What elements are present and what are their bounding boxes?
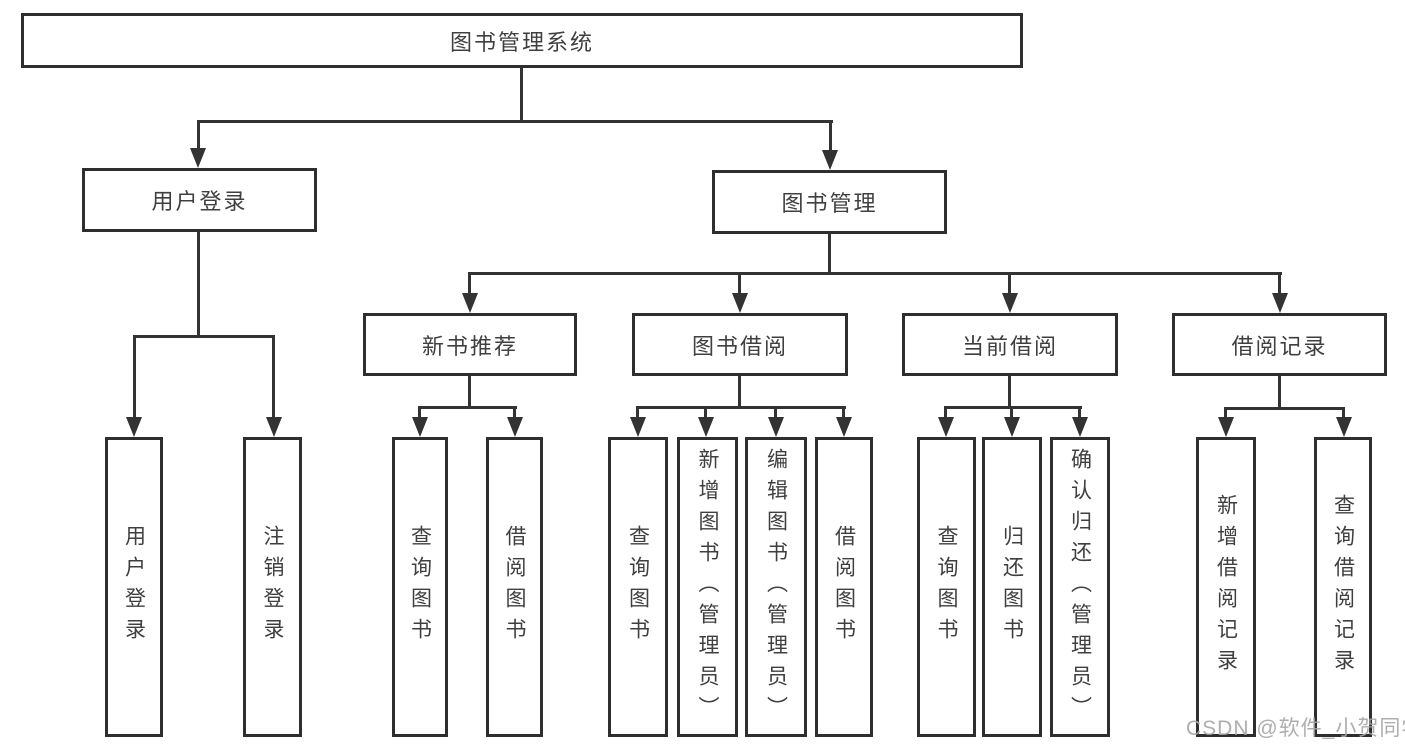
leaf-add-book-admin: 新增图书（管理员） [677, 437, 738, 737]
arrowhead [1218, 417, 1234, 437]
connector-line [1008, 376, 1011, 406]
connector-line [1224, 407, 1345, 410]
leaf-query-books-current: 查询图书 [917, 437, 976, 737]
leaf-add-borrow-record: 新增借阅记录 [1196, 437, 1256, 737]
connector-line [944, 406, 1082, 409]
node-label: 图书管理 [781, 191, 878, 216]
watermark: CSDN @软件_小贺同学 [1186, 717, 1405, 740]
node-label: 用户登录 [151, 189, 248, 214]
connector-line [133, 335, 136, 417]
connector-line [520, 68, 523, 120]
arrowhead [768, 417, 784, 437]
leaf-label: 借阅图书 [503, 525, 526, 649]
leaf-query-books-recommend: 查询图书 [392, 437, 448, 737]
connector-line [468, 376, 471, 406]
node-label: 图书管理系统 [449, 29, 594, 55]
leaf-label: 用户登录 [122, 525, 146, 649]
connector-line [418, 406, 517, 409]
arrowhead [938, 417, 954, 437]
connector-line [133, 335, 275, 338]
connector-line [197, 120, 833, 123]
node-book-management: 图书管理 [712, 170, 947, 234]
arrowhead [1272, 293, 1288, 313]
arrowhead [698, 417, 714, 437]
arrowhead [190, 148, 206, 168]
leaf-return-books: 归还图书 [982, 437, 1042, 737]
leaf-query-books-borrow: 查询图书 [608, 437, 668, 737]
arrowhead [1002, 293, 1018, 313]
leaf-label: 编辑图书（管理员） [764, 447, 788, 727]
node-user-login: 用户登录 [82, 168, 317, 232]
connector-line [738, 376, 741, 406]
leaf-label: 查询图书 [626, 525, 650, 649]
connector-line [829, 120, 832, 150]
connector-line [197, 232, 200, 335]
node-library-management-system: 图书管理系统 [21, 13, 1023, 68]
leaf-confirm-return-admin: 确认归还（管理员） [1050, 437, 1110, 737]
connector-line [738, 272, 741, 293]
leaf-query-borrow-record: 查询借阅记录 [1314, 437, 1372, 737]
arrowhead [732, 293, 748, 313]
arrowhead [462, 293, 478, 313]
connector-line [774, 406, 777, 417]
arrowhead [507, 417, 523, 437]
arrowhead [1072, 417, 1088, 437]
connector-line [636, 406, 846, 409]
leaf-label: 查询图书 [935, 525, 958, 649]
connector-line [468, 272, 471, 293]
arrowhead [412, 417, 428, 437]
node-label: 新书推荐 [421, 333, 518, 359]
connector-line [272, 335, 275, 417]
leaf-logout: 注销登录 [243, 437, 302, 737]
node-current-borrow: 当前借阅 [902, 313, 1118, 376]
leaf-label: 归还图书 [1000, 525, 1024, 649]
arrowhead [266, 417, 282, 437]
connector-line [1008, 272, 1011, 293]
connector-line [1342, 407, 1345, 417]
connector-line [1278, 376, 1281, 407]
connector-line [1278, 272, 1281, 293]
leaf-label: 新增图书（管理员） [696, 447, 719, 727]
leaf-edit-book-admin: 编辑图书（管理员） [745, 437, 807, 737]
leaf-label: 新增借阅记录 [1214, 494, 1238, 680]
connector-line [513, 406, 516, 417]
arrowhead [836, 417, 852, 437]
connector-line [704, 406, 707, 417]
arrowhead [822, 150, 838, 170]
leaf-borrow-books-recommend: 借阅图书 [486, 437, 543, 737]
node-label: 借阅记录 [1231, 333, 1328, 359]
connector-line [468, 272, 1282, 275]
connector-line [636, 406, 639, 417]
arrowhead [630, 417, 646, 437]
connector-line [1078, 406, 1081, 417]
leaf-borrow-books: 借阅图书 [815, 437, 873, 737]
leaf-label: 查询图书 [408, 525, 432, 649]
node-new-book-recommend: 新书推荐 [363, 313, 577, 376]
leaf-label: 查询借阅记录 [1331, 494, 1355, 680]
arrowhead [126, 417, 142, 437]
arrowhead [1336, 417, 1352, 437]
arrowhead [1004, 417, 1020, 437]
leaf-label: 借阅图书 [832, 525, 856, 649]
node-label: 图书借阅 [691, 333, 788, 359]
connector-line [842, 406, 845, 417]
node-book-borrow: 图书借阅 [632, 313, 848, 376]
node-label: 当前借阅 [961, 333, 1058, 359]
node-borrow-records: 借阅记录 [1172, 313, 1387, 376]
leaf-label: 确认归还（管理员） [1068, 447, 1092, 727]
connector-line [418, 406, 421, 417]
connector-line [197, 120, 200, 148]
connector-line [944, 406, 947, 417]
connector-line [1224, 407, 1227, 417]
connector-line [828, 234, 831, 272]
connector-line [1010, 406, 1013, 417]
leaf-user-login: 用户登录 [105, 437, 163, 737]
leaf-label: 注销登录 [261, 525, 284, 649]
